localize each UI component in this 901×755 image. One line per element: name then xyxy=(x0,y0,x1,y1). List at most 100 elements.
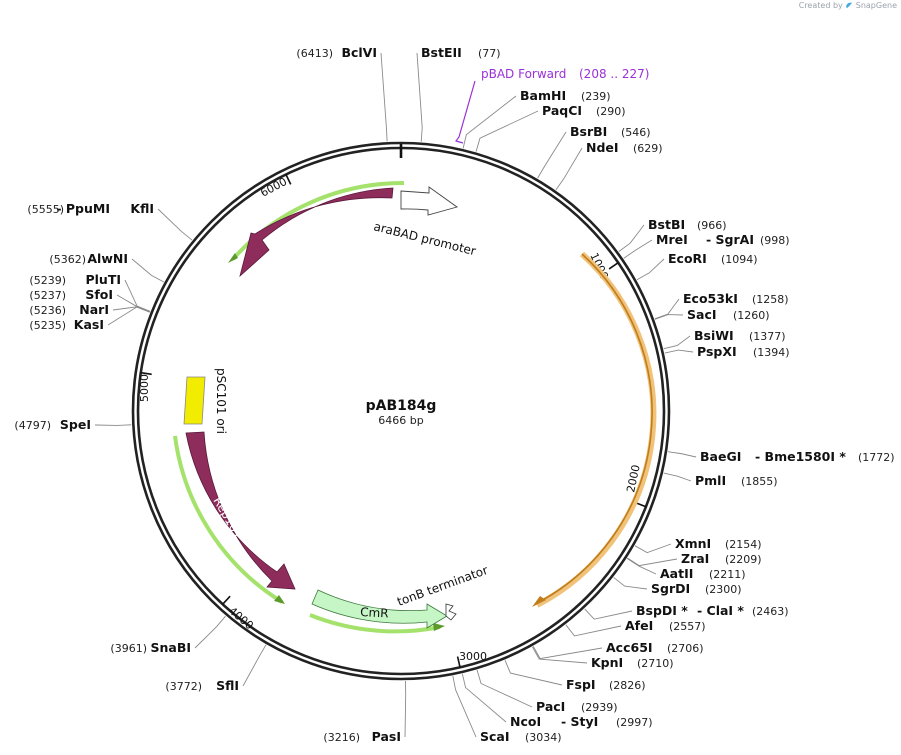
site-acc65i[interactable]: Acc65I(2706) xyxy=(606,640,704,655)
tick-6000 xyxy=(285,174,292,185)
orf-arrowhead xyxy=(532,596,546,607)
pbad-forward-primer-range: (208 .. 227) xyxy=(579,67,649,81)
site-mrei[interactable]: MreI- SgrAI(998) xyxy=(656,232,790,247)
site-pluti[interactable]: PluTI(5239) xyxy=(29,272,121,287)
restriction-site-labels: BclVI (6413) BstEII (77) BamHI(239)PaqCI (290… xyxy=(14,45,894,744)
site-name: PaqCI xyxy=(542,103,582,118)
site-position: (290) xyxy=(596,105,626,118)
site-name: BclVI xyxy=(341,45,377,60)
site-position: (77) xyxy=(478,47,501,60)
site-position: (2939) xyxy=(581,701,618,714)
site-leader-line xyxy=(504,659,563,686)
site-fspi[interactable]: FspI(2826) xyxy=(566,677,646,692)
site-name: EcoRI xyxy=(668,251,707,266)
site-eco53ki[interactable]: Eco53kI(1258) xyxy=(683,291,789,306)
site-kpni[interactable]: KpnI(2710) xyxy=(591,655,674,670)
site-zrai[interactable]: ZraI(2209) xyxy=(681,551,762,566)
site-leader-line xyxy=(475,110,539,152)
site-bspdi[interactable]: BspDI *- ClaI *(2463) xyxy=(636,603,789,618)
site-position: (5236) xyxy=(29,304,66,317)
site-name: KasI xyxy=(74,317,104,332)
site-sfoi[interactable]: SfoI(5237) xyxy=(29,287,113,302)
site-leader-line xyxy=(565,624,622,637)
cmr-label: CmR xyxy=(360,605,389,620)
site-ndei[interactable]: NdeI(629) xyxy=(586,140,663,155)
site-alwni[interactable]: AlwNI(5362) xyxy=(49,251,128,266)
site-leader-line xyxy=(461,673,507,723)
site-leader-line xyxy=(667,451,697,458)
site-saci[interactable]: SacI(1260) xyxy=(687,307,770,322)
site-leader-line xyxy=(532,646,603,660)
site-position: (3772) xyxy=(165,680,202,693)
tick-1000 xyxy=(608,262,619,270)
site-position: (1377) xyxy=(749,330,786,343)
site-position: (3961) xyxy=(110,642,147,655)
site-name: ScaI xyxy=(480,729,510,744)
cmr-orf-arc xyxy=(309,613,441,634)
site-leader-line xyxy=(634,543,672,554)
site-scai[interactable]: ScaI (3034) xyxy=(480,729,562,744)
site-leader-line xyxy=(663,472,692,482)
site-position: (1394) xyxy=(753,346,790,359)
site-bsiwi[interactable]: BsiWI (1377) xyxy=(694,328,786,343)
site-bstbi[interactable]: BstBI(966) xyxy=(648,217,727,232)
tick-label-6000: 6000 xyxy=(258,175,289,200)
site-position: (1772) xyxy=(858,451,895,464)
site-paqci[interactable]: PaqCI (290) xyxy=(542,103,626,118)
site-name: KflI xyxy=(130,201,154,216)
tick-2000 xyxy=(635,502,647,508)
site-position: (2154) xyxy=(725,538,762,551)
site-name: AatII xyxy=(660,566,693,581)
psc101-ori-feature xyxy=(183,376,206,425)
site-position: (2557) xyxy=(669,620,706,633)
site-kasi[interactable]: KasI(5235) xyxy=(29,317,104,332)
site-paci[interactable]: PacI(2939) xyxy=(536,699,618,714)
site-leader-line xyxy=(636,258,665,281)
site-pmli[interactable]: PmlI(1855) xyxy=(695,473,778,488)
backbone xyxy=(131,141,671,681)
site-ncoi[interactable]: NcoI- StyI(2997) xyxy=(510,714,653,729)
site-afei[interactable]: AfeI(2557) xyxy=(625,618,706,633)
rep101-orf-arrowhead xyxy=(274,595,285,604)
site-xmni[interactable]: XmnI(2154) xyxy=(675,536,762,551)
site-ecori[interactable]: EcoRI(1094) xyxy=(668,251,758,266)
site-position: (3034) xyxy=(525,731,562,744)
site-bclvi[interactable]: BclVI (6413) xyxy=(296,45,377,60)
site-name: SfoI xyxy=(85,287,113,302)
site-name: BsiWI xyxy=(694,328,734,343)
site-leader-line xyxy=(664,349,694,354)
site-name: NdeI xyxy=(586,140,619,155)
site-position: (239) xyxy=(581,90,611,103)
site-position: (998) xyxy=(760,234,790,247)
site-name: SpeI xyxy=(60,417,91,432)
site-kfli[interactable]: KflI- PpuMI(5555) xyxy=(27,201,154,216)
site-name: BspDI * xyxy=(636,603,688,618)
site-pasi[interactable]: PasI(3216) xyxy=(323,729,401,744)
site-name: SgrDI xyxy=(651,581,690,596)
tick-4000 xyxy=(222,595,231,605)
site-name: Acc65I xyxy=(606,640,653,655)
site-nari[interactable]: NarI(5236) xyxy=(29,302,109,317)
site-leader-line xyxy=(537,131,567,179)
site-position: (6413) xyxy=(296,47,333,60)
site-leader-line xyxy=(476,669,533,708)
site-snabi[interactable]: SnaBI(3961) xyxy=(110,640,191,655)
site-bsteii[interactable]: BstEII (77) xyxy=(421,45,501,60)
site-sfli[interactable]: SflI(3772) xyxy=(165,678,239,693)
site-baegi[interactable]: BaeGI- Bme1580I *(1772) xyxy=(700,449,895,464)
site-bsrbi[interactable]: BsrBI(546) xyxy=(570,124,651,139)
site-sgrdi[interactable]: SgrDI(2300) xyxy=(651,581,742,596)
site-leader-line xyxy=(654,298,680,320)
site-aatii[interactable]: AatII(2211) xyxy=(660,566,746,581)
pbad-forward-primer xyxy=(454,80,476,144)
site-bamhi[interactable]: BamHI(239) xyxy=(520,88,611,103)
site-position: (5239) xyxy=(29,274,66,287)
arabad-promoter-label: araBAD promoter xyxy=(372,219,477,258)
tonb-terminator-label: tonB terminator xyxy=(395,563,490,609)
site-name: BstEII xyxy=(421,45,462,60)
tick-3000 xyxy=(456,656,461,668)
site-name: PspXI xyxy=(697,344,737,359)
site-leader-line xyxy=(663,335,691,350)
site-pspxi[interactable]: PspXI (1394) xyxy=(697,344,790,359)
site-spei[interactable]: SpeI(4797) xyxy=(14,417,91,432)
